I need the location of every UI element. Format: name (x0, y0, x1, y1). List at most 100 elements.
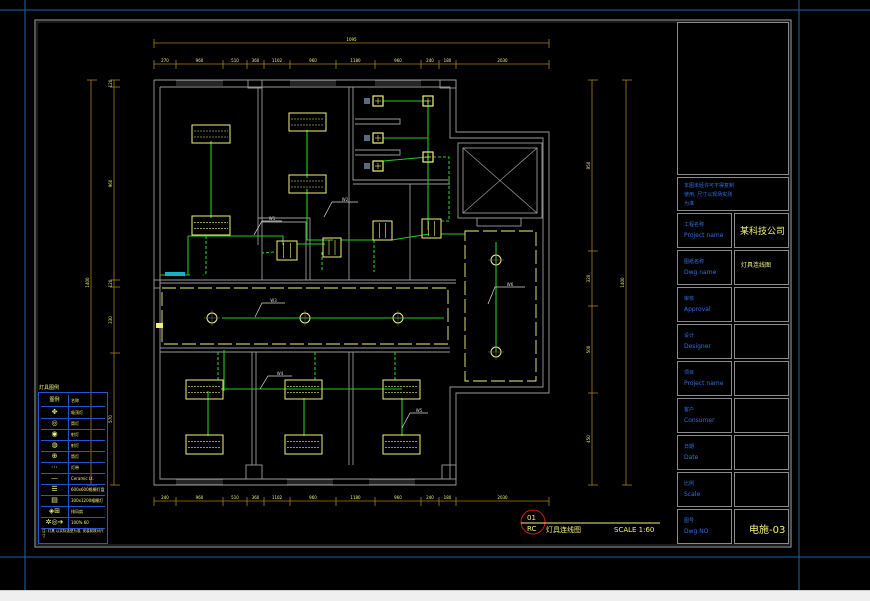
wire-a12 (428, 156, 450, 222)
grille-panel-a2 (191, 215, 231, 236)
legend-row: ⋯灯带 (41, 462, 105, 474)
title-block-label-en: Project name (684, 380, 724, 387)
title-block: 本图未经许可不得复制使用, 尺寸以现场实测为准 工程名称 Project name… (677, 22, 789, 545)
legend-symbol-icon: ◎ (41, 418, 69, 429)
wire-a9 (383, 100, 429, 230)
legend-note: 注: 灯具 以实际选型为准, 安装前核对尺寸 (42, 529, 104, 538)
dim-bottom-label: 960 (309, 495, 317, 500)
grille-panel-a6 (322, 237, 342, 258)
title-block-label-cn: 工程名称 (684, 222, 705, 228)
title-block-label-cell: 工程名称 Project name (677, 213, 732, 248)
wire-a7 (341, 233, 430, 241)
switch-box-3 (364, 163, 370, 169)
title-block-label-en: Project name (684, 232, 724, 239)
sheet-inner-frame (36, 21, 790, 546)
dim-left-label: 120 (108, 279, 113, 287)
title-block-value: 灯具连线图 (741, 262, 772, 269)
legend-item-name: 筒灯 (71, 421, 79, 426)
legend-item-name: 100% 60 (71, 520, 89, 525)
grille-panel-a1 (191, 124, 231, 144)
exhaust-fan-5 (422, 151, 434, 163)
led-strip-corridor (161, 287, 449, 345)
callout-leader (254, 302, 285, 318)
grille-panel-a3 (288, 112, 327, 132)
legend-symbol-icon: ☰ (41, 484, 69, 495)
scale-label: SCALE 1:60 (614, 526, 654, 534)
title-block-value-cell (734, 435, 789, 470)
exterior-wall-outer (153, 79, 550, 486)
title-block-label-en: Dwg NO (684, 528, 709, 535)
wire-a3 (306, 189, 333, 241)
grille-panel-a4 (288, 174, 327, 194)
callout-label: W1 (269, 216, 276, 221)
dim-top-label: 270 (161, 58, 169, 63)
column-t1 (247, 79, 263, 89)
dim-bottom-label: 360 (252, 495, 260, 500)
status-bar (0, 590, 870, 601)
exhaust-fan-2 (422, 95, 434, 107)
title-block-label-en: Dwg name (684, 269, 717, 276)
legend-item-name: 灯带 (71, 465, 79, 470)
dim-top-overall-label: 1095 (346, 37, 357, 42)
legend-symbol-icon: ◈⊞ (41, 506, 69, 517)
title-block-value: 电施-03 (749, 525, 786, 536)
legend-item-name: 筒灯 (71, 454, 79, 459)
callout-leader (253, 220, 282, 236)
legend-row: ✥吸顶灯 (41, 407, 105, 419)
wire-a13 (202, 236, 207, 276)
dim-left-overall-label: 1400 (85, 277, 90, 288)
title-block-label-cn: 比例 (684, 481, 695, 487)
legend-row: ☰600x600格栅灯盘 (41, 484, 105, 496)
dim-left-label: 330 (108, 316, 113, 324)
grille-panel-b6 (382, 434, 421, 455)
callout-leader (323, 201, 358, 218)
dim-top-label: 510 (231, 58, 239, 63)
sheet-outer-frame (34, 19, 792, 548)
legend-item-name: 射灯 (71, 432, 79, 437)
title-block-label-cn: 图号 (684, 518, 695, 524)
detail-number: 01 (527, 514, 536, 522)
switch-box-2 (364, 135, 370, 141)
dim-left-label: 120 (108, 79, 113, 87)
legend-symbol-icon: ✲◎➔ (41, 517, 69, 528)
walls (153, 79, 550, 486)
legend-row: ◈⊞排风扇 (41, 506, 105, 518)
legend-table: 图例 名称 ✥吸顶灯◎筒灯◉射灯◍射灯⊕筒灯⋯灯带—Ceramic Lt.☰60… (38, 392, 108, 544)
wire-a11 (382, 156, 429, 162)
callout-leader (259, 375, 292, 390)
title-block-label-cn: 审核 (684, 296, 695, 302)
legend-symbol-icon: ⊕ (41, 451, 69, 462)
dim-bottom-label: 240 (426, 495, 434, 500)
callout-leader (487, 286, 525, 305)
column-t2 (439, 79, 457, 89)
switch-box-1 (364, 98, 370, 104)
legend-row: ▤300x1200格栅灯 (41, 495, 105, 507)
legend-item-name: 射灯 (71, 443, 79, 448)
legend-symbol-icon: ✥ (41, 407, 69, 418)
dim-left-label: 570 (108, 415, 113, 423)
legend-header: 图例 名称 (41, 395, 105, 407)
legend-row: —Ceramic Lt. (41, 473, 105, 485)
dim-bottom-label: 510 (231, 495, 239, 500)
legend-item-name: Ceramic Lt. (71, 476, 94, 481)
legend-item-name: 排风扇 (71, 509, 83, 514)
callout-label: W5 (416, 408, 423, 413)
legend-row: ◍射灯 (41, 440, 105, 452)
title-block-value-cell (734, 361, 789, 396)
dim-top-label: 360 (252, 58, 260, 63)
title-block-note-text: 本图未经许可不得复制使用, 尺寸以现场实测为准 (684, 183, 735, 207)
title-block-value-cell (734, 287, 789, 322)
legend-symbol-icon: — (41, 473, 69, 484)
legend-header-name: 名称 (71, 398, 79, 403)
title-block-label-cn: 日期 (684, 444, 695, 450)
grille-panel-b4 (284, 434, 323, 455)
dim-top-label: 180 (444, 58, 452, 63)
dim-top-label: 240 (426, 58, 434, 63)
entry-switch (156, 323, 163, 328)
legend-item-name: 300x1200格栅灯 (71, 498, 104, 503)
